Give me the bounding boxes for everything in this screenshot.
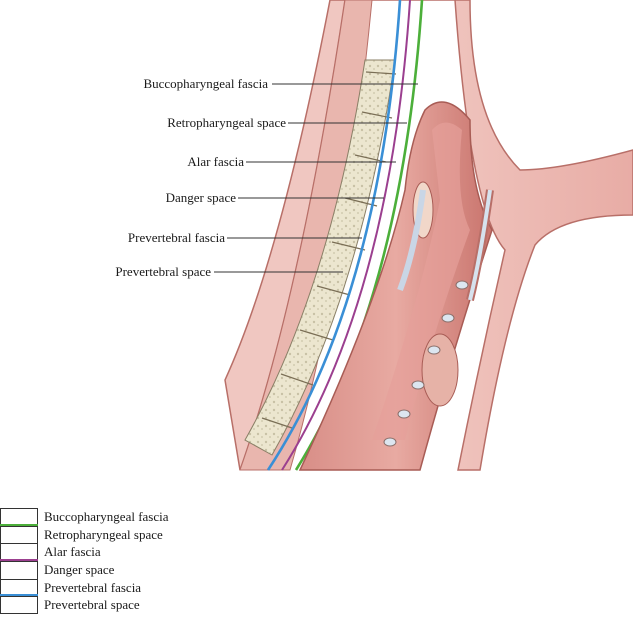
legend-label: Alar fascia — [44, 544, 101, 560]
pharynx — [298, 101, 493, 471]
legend-label: Buccopharyngeal fascia — [44, 509, 169, 524]
prevertebral-fascia-line — [266, 0, 402, 471]
legend-swatch — [0, 561, 38, 579]
legend-label: Retropharyngeal space — [44, 526, 163, 542]
legend-swatch — [0, 596, 38, 615]
trachea-rings — [383, 189, 494, 447]
legend-row-retropharyngeal-space: Retropharyngeal space — [0, 525, 230, 544]
label-retropharyngeal-space: Retropharyngeal space — [167, 115, 286, 130]
neck-outer-tissue — [224, 0, 633, 471]
legend-swatch — [0, 543, 38, 565]
legend-label: Prevertebral fascia — [44, 579, 142, 595]
legend-row-danger-space: Danger space — [0, 561, 230, 579]
legend-swatch — [0, 508, 38, 529]
label-buccopharyngeal-fascia: Buccopharyngeal fascia — [143, 76, 268, 91]
legend-row-prevertebral-space: Prevertebral space — [0, 596, 230, 615]
label-prevertebral-space: Prevertebral space — [115, 264, 211, 279]
label-danger-space: Danger space — [166, 190, 237, 205]
legend-row-prevertebral-fascia: Prevertebral fascia — [0, 578, 230, 600]
legend-row-alar-fascia: Alar fascia — [0, 543, 230, 565]
legend: Buccopharyngeal fascia Retropharyngeal s… — [0, 508, 230, 615]
leader-lines — [214, 83, 418, 273]
legend-label: Prevertebral space — [44, 597, 140, 613]
legend-row-buccopharyngeal-fascia: Buccopharyngeal fascia — [0, 508, 230, 529]
legend-label: Danger space — [44, 562, 115, 578]
alar-fascia-line — [281, 0, 411, 471]
label-alar-fascia: Alar fascia — [187, 154, 244, 169]
legend-swatch — [0, 578, 38, 600]
legend-swatch — [0, 525, 38, 544]
label-prevertebral-fascia: Prevertebral fascia — [128, 230, 225, 245]
